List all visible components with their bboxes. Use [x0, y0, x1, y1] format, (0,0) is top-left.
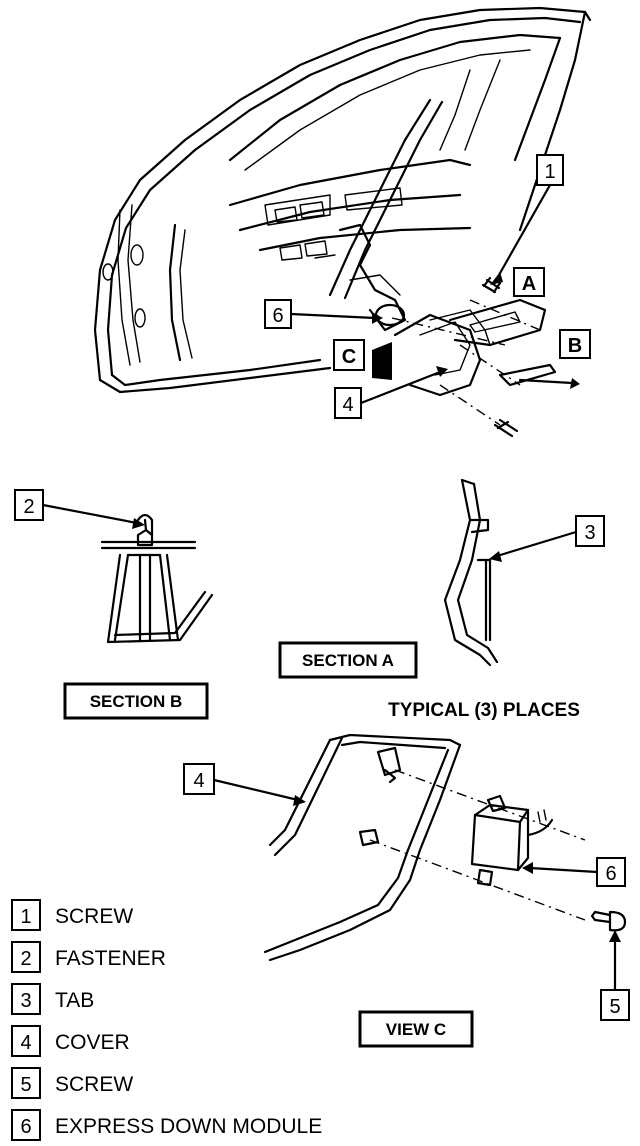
- section-a-label: SECTION A: [278, 641, 418, 679]
- svg-text:SCREW: SCREW: [55, 905, 133, 928]
- callout-4-top: 4: [334, 366, 448, 419]
- callout-6-bottom: 6: [522, 857, 626, 887]
- legend-item: 6 EXPRESS DOWN MODULE: [11, 1109, 322, 1141]
- svg-text:SECTION B: SECTION B: [90, 692, 183, 711]
- svg-text:6: 6: [20, 1116, 31, 1138]
- callout-A: A: [513, 267, 545, 297]
- callout-4-bottom: 4: [183, 763, 306, 806]
- section-a-drawing: [443, 478, 499, 667]
- svg-text:3: 3: [20, 990, 31, 1012]
- svg-text:4: 4: [193, 770, 204, 792]
- legend-item: 4 COVER: [11, 1025, 130, 1057]
- legend-item: 3 TAB: [11, 983, 94, 1015]
- svg-text:6: 6: [272, 305, 283, 327]
- svg-text:4: 4: [342, 394, 353, 416]
- legend-item: 2 FASTENER: [11, 941, 166, 973]
- legend: 1 SCREW 2 FASTENER 3 TAB 4 COVER 5 SCREW…: [11, 899, 322, 1141]
- svg-text:5: 5: [609, 996, 620, 1018]
- legend-item: 5 SCREW: [11, 1067, 133, 1099]
- callout-2: 2: [14, 489, 145, 529]
- svg-text:2: 2: [23, 496, 34, 518]
- svg-text:SCREW: SCREW: [55, 1073, 133, 1096]
- svg-text:FASTENER: FASTENER: [55, 947, 166, 970]
- callout-B: B: [559, 329, 591, 359]
- callout-6-top: 6: [264, 299, 383, 329]
- door-assembly-drawing: [93, 6, 592, 438]
- callout-3: 3: [489, 515, 605, 562]
- svg-text:1: 1: [20, 906, 31, 928]
- svg-text:B: B: [568, 335, 582, 357]
- view-c-drawing: [263, 733, 627, 962]
- callout-5: 5: [600, 930, 630, 1021]
- svg-text:5: 5: [20, 1074, 31, 1096]
- svg-text:1: 1: [544, 161, 555, 183]
- svg-text:COVER: COVER: [55, 1031, 130, 1054]
- svg-text:A: A: [522, 273, 536, 295]
- view-c-label: VIEW C: [358, 1010, 474, 1048]
- section-b-label: SECTION B: [63, 682, 209, 720]
- typical-places-label: TYPICAL (3) PLACES: [388, 700, 580, 721]
- svg-text:TAB: TAB: [55, 989, 94, 1012]
- legend-item: 1 SCREW: [11, 899, 133, 931]
- svg-text:4: 4: [20, 1032, 31, 1054]
- section-b-drawing: [100, 513, 214, 644]
- callout-1: 1: [490, 154, 564, 285]
- svg-text:2: 2: [20, 948, 31, 970]
- svg-text:6: 6: [605, 863, 616, 885]
- svg-text:VIEW C: VIEW C: [386, 1020, 446, 1039]
- svg-text:SECTION A: SECTION A: [302, 651, 394, 670]
- svg-text:C: C: [342, 346, 356, 368]
- svg-text:TYPICAL (3) PLACES: TYPICAL (3) PLACES: [388, 700, 580, 721]
- svg-text:EXPRESS DOWN MODULE: EXPRESS DOWN MODULE: [55, 1115, 322, 1138]
- callout-C: C: [333, 339, 365, 371]
- svg-text:3: 3: [584, 522, 595, 544]
